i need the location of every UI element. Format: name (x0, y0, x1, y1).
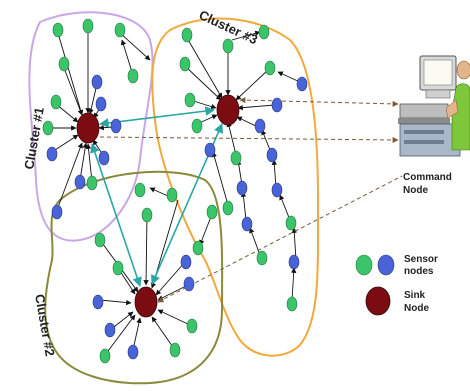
sensor-node (99, 348, 111, 364)
sensor-node (222, 200, 234, 216)
sensor-node (271, 97, 283, 113)
sensor-node (95, 96, 107, 112)
cluster-1-sensor-nodes (42, 18, 139, 220)
sensor-node (51, 204, 63, 220)
sensor-node (94, 232, 106, 248)
sensor-node (204, 142, 216, 158)
cluster-3-edges (184, 30, 301, 301)
sensor-node (104, 322, 116, 338)
sensor-node (180, 254, 192, 270)
sensor-node (285, 215, 297, 231)
sensor-node (266, 147, 278, 163)
legend-sink-icon (365, 286, 391, 316)
sensor-node (241, 216, 253, 232)
command-links (99, 97, 403, 303)
sensor-node (206, 204, 218, 220)
sensor-node (91, 74, 103, 90)
sensor-node (230, 150, 242, 166)
sensor-node (271, 182, 283, 198)
sensor-node (264, 60, 276, 76)
sensor-node (236, 180, 248, 196)
legend-sink-label-line2: Node (404, 303, 429, 314)
sensor-node (183, 276, 195, 292)
sensor-node (141, 207, 153, 223)
sensor-node (191, 118, 203, 134)
sensor-node (181, 27, 193, 43)
sensor-node (179, 56, 191, 72)
sensor-node (127, 344, 139, 360)
legend: Sensor nodes Sink Node (355, 254, 438, 316)
sensor-node (134, 182, 146, 198)
command-node-label-line1: Command (403, 172, 452, 183)
legend-sensor-blue-icon (377, 254, 395, 276)
sensor-node (296, 76, 308, 92)
sensor-node (192, 240, 204, 256)
sink-node-cluster-3 (216, 94, 240, 126)
sensor-node (256, 250, 268, 266)
sensor-node (286, 296, 298, 312)
operator-person-icon (445, 60, 470, 151)
sensor-node (288, 254, 300, 270)
cluster-3-sensor-nodes (179, 24, 308, 312)
command-node-label-line2: Node (403, 185, 428, 196)
legend-sensor-label-line1: Sensor (404, 254, 438, 265)
sensor-node (166, 187, 178, 203)
legend-sensor-label-line2: nodes (404, 266, 434, 277)
sensor-node (82, 18, 94, 34)
sensor-node (222, 38, 234, 54)
sensor-node (127, 68, 139, 84)
legend-sensor-green-icon (355, 254, 373, 276)
sink-node-cluster-1 (76, 112, 100, 144)
sensor-node (186, 318, 198, 334)
cluster-2-label: Cluster #2 (32, 293, 58, 358)
sink-node-cluster-2 (134, 286, 158, 318)
sensor-node (58, 56, 70, 72)
sensor-node (92, 294, 104, 310)
computer-terminal-icon (398, 55, 461, 157)
sensor-node (74, 174, 86, 190)
sensor-node (169, 342, 181, 358)
sensor-node (52, 22, 64, 38)
cluster-2-sensor-nodes (92, 182, 218, 364)
sensor-node (254, 118, 266, 134)
sensor-node (258, 24, 270, 40)
legend-sink-label-line1: Sink (404, 290, 426, 301)
sensor-node (42, 120, 54, 136)
sensor-node (114, 22, 126, 38)
sensor-node (46, 146, 58, 162)
sensor-node (110, 118, 122, 134)
sensor-node (112, 260, 124, 276)
sensor-node (50, 94, 62, 110)
sensor-node (86, 175, 98, 191)
sensor-node (184, 92, 196, 108)
sensor-node (98, 150, 110, 166)
cluster-1-label: Cluster #1 (21, 106, 47, 171)
